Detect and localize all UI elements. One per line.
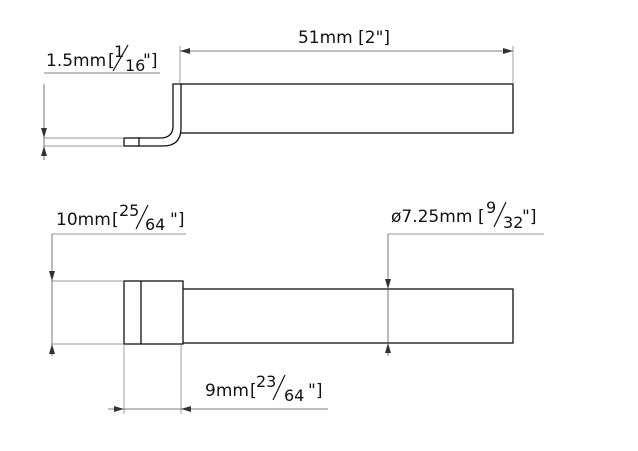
arrow-down [49,271,55,281]
bottom-view: 10mm [ 25 64 "] ø7.25mm [ 9 32 "] 9mm [ [49,198,544,414]
dim-offset-den: 64 [284,386,304,405]
arrow-down [41,128,47,138]
dim-head-label: 10mm [ 25 64 "] [56,201,184,234]
dim-thickness-slash [112,44,129,72]
arrow-left [180,48,190,54]
dim-length-label: 51mm [2"] [298,28,390,48]
dim-diameter-label: ø7.25mm [ 9 32 "] [391,198,536,232]
dim-thickness-num: 1 [114,42,124,61]
dim-offset-label: 9mm [ 23 64 "] [205,372,322,405]
dim-offset-open: [ [250,381,257,401]
dim-head-num: 25 [119,201,139,220]
arrow-up [385,343,391,353]
arrow-right [114,406,124,412]
top-view: 51mm [2"] 1.5mm [ 1 16 "] [41,28,514,160]
dim-offset-slash [272,374,286,401]
dim-offset-close: "] [308,381,322,401]
pin-shank [180,288,514,344]
arrow-right [503,48,513,54]
arrow-up [49,344,55,354]
pin-head [123,280,184,345]
pin-tab [123,137,140,147]
pin-bent-leg [137,83,182,147]
pin-body-side [179,83,514,134]
dim-diameter-value: ø7.25mm [391,207,472,227]
dim-thickness-label: 1.5mm [ 1 16 "] [46,42,157,75]
arrow-up [41,146,47,156]
dim-thickness-open: [ [108,51,115,71]
dim-diameter-slash [493,201,507,228]
dim-diameter-close: "] [522,207,536,227]
dim-head-slash [135,204,149,230]
dim-head-den: 64 [145,215,165,234]
dim-head-open: [ [112,210,119,230]
dim-thickness-value: 1.5mm [46,51,106,71]
dim-head-value: 10mm [56,210,111,230]
dim-offset-value: 9mm [205,381,249,401]
dim-diameter-open: [ [478,207,485,227]
dim-diameter-num: 9 [486,198,496,217]
arrow-down [385,279,391,289]
dim-thickness-den: 16 [125,56,145,75]
dim-head-close: "] [170,210,184,230]
dim-diameter-den: 32 [503,213,523,232]
dim-thickness-close: "] [143,51,157,71]
arrow-left [181,406,191,412]
dim-offset-num: 23 [256,372,276,391]
